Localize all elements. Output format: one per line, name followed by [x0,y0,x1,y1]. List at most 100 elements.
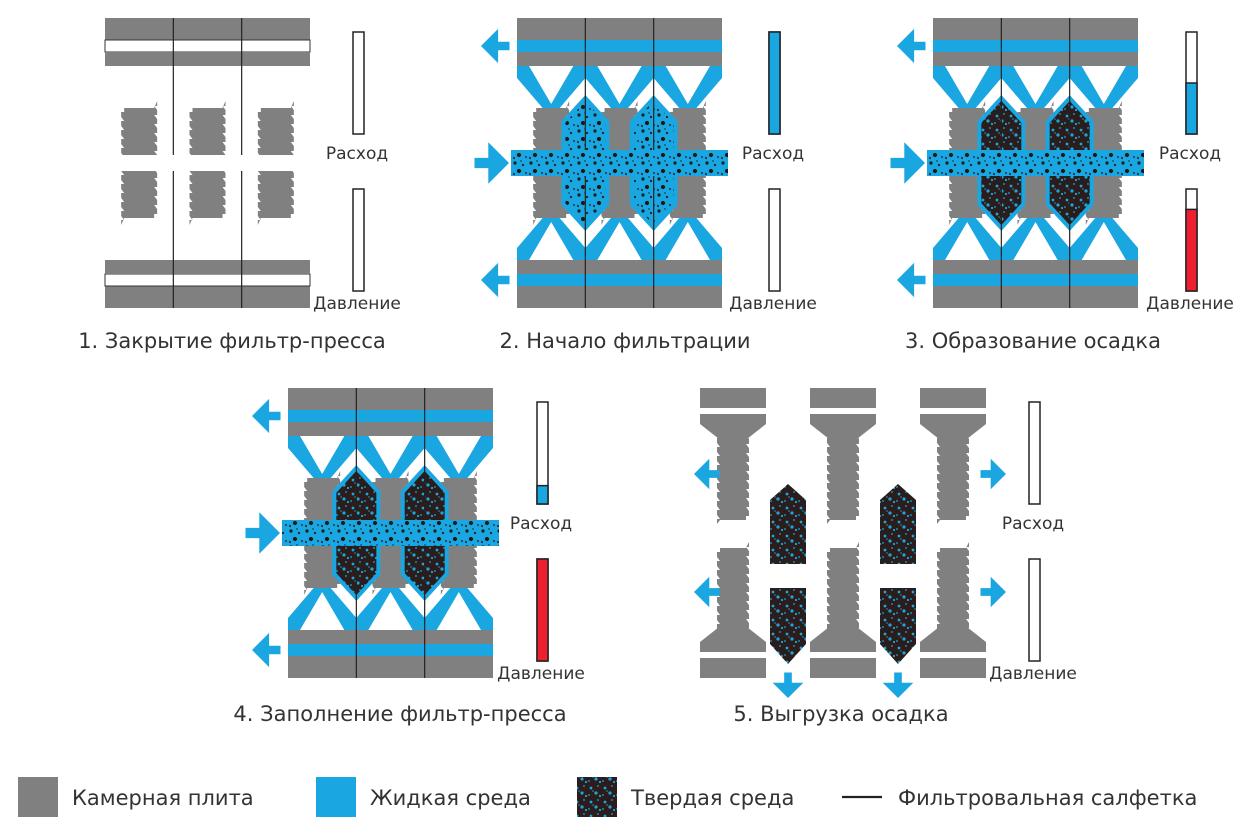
plate-frame-top [933,18,1138,40]
bottom-channel [933,274,1138,286]
plate-head-top [810,414,876,450]
legend-item: Твердая среда [577,777,794,817]
flow-label: Расход [742,144,804,164]
arrow-left-icon [694,458,720,490]
legend-label: Фильтровальная салфетка [898,786,1197,810]
top-channel [104,39,311,53]
pressure-gauge [1185,188,1198,292]
legend-label: Твердая среда [630,786,794,810]
pressure-gauge [1028,558,1041,662]
filter-press-open [694,388,1006,698]
plate-frame-bottom [933,286,1138,308]
chamber-plate [937,542,969,638]
stage-caption: 3. Образование осадка [905,329,1161,353]
plate-frame-bottom [288,656,493,678]
plate-frame-top [700,388,766,408]
arrow-down-icon [772,672,804,698]
arrow-left-icon [252,632,281,668]
flow-gauge [352,31,365,135]
plate-frame-top [105,18,310,40]
plate-frame-bottom [105,286,310,308]
chamber-channel-top [288,436,493,488]
chamber-channel-bottom [517,208,722,260]
plate-head-top [105,52,310,66]
filter-press [245,388,499,678]
filter-cake [880,484,916,564]
plate-head-bottom [920,616,986,652]
plate-frame-bottom [517,286,722,308]
arrow-right-icon [474,142,509,184]
stage-caption: 2. Начало фильтрации [499,329,750,353]
plate-head-top [920,414,986,450]
chamber-channel-bottom [105,208,310,260]
arrow-left-icon [694,576,720,608]
arrow-right-icon [245,512,280,554]
feed-channel [927,150,1144,176]
flow-label: Расход [1159,144,1221,164]
plate-head-bottom [810,616,876,652]
legend-item: Камерная плита [18,777,254,817]
plate-head-bottom [517,260,722,274]
plate-frame-bottom [810,658,876,678]
plate-head-bottom [105,260,310,274]
pressure-gauge [768,188,781,292]
feed-gap [105,155,310,171]
chamber-plate [717,542,749,638]
pressure-label: Давление [989,664,1077,684]
bottom-channel [517,274,722,286]
chamber-channel-top [933,66,1138,118]
filter-cake [770,588,806,664]
bottom-channel [104,273,311,287]
arrow-right-icon [980,458,1006,490]
arrow-right-icon [980,576,1006,608]
chamber-channel-bottom [933,208,1138,260]
plate-frame-bottom [920,658,986,678]
arrow-left-icon [481,28,510,64]
filter-press [474,18,728,308]
pressure-gauge [352,188,365,292]
flow-gauge [768,31,781,135]
top-channel [933,40,1138,52]
stage-caption: 5. Выгрузка осадка [733,702,948,726]
flow-gauge [1185,31,1198,135]
filter-cake [770,484,806,564]
legend-label: Камерная плита [72,786,254,810]
pressure-gauge [536,558,549,662]
filter-press [890,18,1144,308]
plate-frame-top [288,388,493,410]
bottom-channel [288,644,493,656]
plate-head-top [288,422,493,436]
chamber-plate [717,430,749,524]
flow-gauge [536,401,549,505]
arrow-down-icon [882,672,914,698]
plate-head-bottom [933,260,1138,274]
flow-gauge [1028,401,1041,505]
plate-frame-top [517,18,722,40]
legend-label: Жидкая среда [370,786,531,810]
chamber-channel-bottom [288,578,493,630]
plate-frame-top [810,388,876,408]
plate-swatch [18,777,58,817]
legend: Камерная плита Жидкая среда Твердая среда Ф… [18,777,1197,817]
flow-label: Расход [1002,514,1064,534]
feed-channel [282,520,499,546]
flow-label: Расход [510,514,572,534]
plate-head-top [517,52,722,66]
plate-head-bottom [288,630,493,644]
arrow-left-icon [481,262,510,298]
chamber-plate [827,430,859,524]
arrow-right-icon [890,142,925,184]
chamber-plate [937,430,969,524]
plate-frame-bottom [700,658,766,678]
filter-cake [880,588,916,664]
plate-frame-top [920,388,986,408]
arrow-left-icon [252,398,281,434]
chamber-plate [827,542,859,638]
plate-head-top [700,414,766,450]
plate-head-top [933,52,1138,66]
